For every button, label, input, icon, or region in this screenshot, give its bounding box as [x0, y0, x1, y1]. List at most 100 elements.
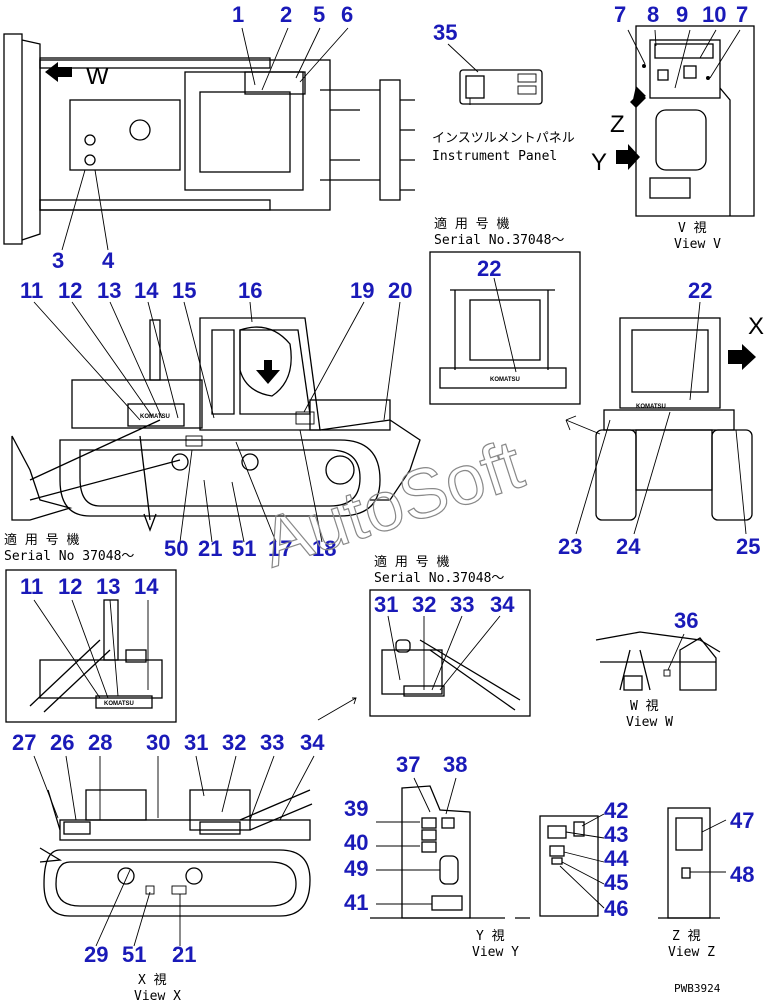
serial-jp-3: 適 用 号 機 — [374, 554, 449, 570]
callout-23: 23 — [558, 534, 582, 559]
callout-29: 29 — [84, 942, 108, 967]
callout-10: 10 — [702, 2, 726, 27]
callout-38: 38 — [443, 752, 467, 777]
callout-4: 4 — [102, 248, 115, 273]
view-v-en: View V — [674, 237, 721, 252]
callout-31a: 31 — [374, 592, 398, 617]
callout-12: 12 — [58, 278, 82, 303]
callout-33b: 33 — [260, 730, 284, 755]
callout-13b: 13 — [96, 574, 120, 599]
callout-42: 42 — [604, 798, 628, 823]
callout-35: 35 — [433, 20, 457, 45]
callout-7a: 7 — [614, 2, 626, 27]
arrow-w-label: W — [86, 63, 109, 90]
brand-label-3: KOMATSU — [140, 414, 170, 420]
callout-18: 18 — [312, 536, 336, 561]
callout-45: 45 — [604, 870, 628, 895]
callout-22b: 22 — [688, 278, 712, 303]
serial-box-3 — [369, 589, 531, 717]
view-v-cab-interior — [616, 25, 755, 217]
callout-33a: 33 — [450, 592, 474, 617]
callout-27: 27 — [12, 730, 36, 755]
view-x-en: View X — [134, 989, 181, 1004]
callout-6: 6 — [341, 2, 353, 27]
callout-1: 1 — [232, 2, 244, 27]
top-view-dozer: W — [3, 27, 415, 251]
callout-34a: 34 — [490, 592, 515, 617]
instrument-panel-en: Instrument Panel — [432, 149, 557, 164]
callout-14b: 14 — [134, 574, 159, 599]
callout-40: 40 — [344, 830, 368, 855]
callout-3: 3 — [52, 248, 64, 273]
brand-label-1: KOMATSU — [490, 377, 520, 383]
callout-44: 44 — [604, 846, 629, 871]
callout-34b: 34 — [300, 730, 325, 755]
callout-8: 8 — [647, 2, 659, 27]
serial-en-2: Serial No 37048～ — [4, 549, 134, 564]
callout-48: 48 — [730, 862, 754, 887]
serial-en-1: Serial No.37048～ — [434, 233, 564, 248]
arrow-y-label: Y — [591, 149, 607, 176]
callout-25: 25 — [736, 534, 760, 559]
drawing-code: PWB3924 — [674, 982, 721, 995]
side-view-dozer: KOMATSU — [11, 301, 421, 543]
callout-19: 19 — [350, 278, 374, 303]
serial-jp-1: 適 用 号 機 — [434, 216, 509, 232]
view-z-figure — [658, 807, 727, 919]
callout-47: 47 — [730, 808, 754, 833]
callout-24: 24 — [616, 534, 641, 559]
view-w-jp: W 視 — [630, 699, 659, 714]
callout-43: 43 — [604, 822, 628, 847]
rear-view-dozer: KOMATSU — [575, 301, 756, 535]
serial-box-1: KOMATSU — [429, 251, 581, 405]
view-y-figure — [370, 777, 530, 919]
callout-50: 50 — [164, 536, 188, 561]
callout-46: 46 — [604, 896, 628, 921]
instrument-panel-figure — [459, 69, 543, 105]
view-y-jp: Y 視 — [476, 929, 505, 944]
view-z-jp: Z 視 — [672, 929, 701, 944]
callout-51b: 51 — [122, 942, 146, 967]
view-w-figure — [595, 631, 721, 691]
callout-39: 39 — [344, 796, 368, 821]
callout-14: 14 — [134, 278, 159, 303]
callout-28: 28 — [88, 730, 112, 755]
callout-51a: 51 — [232, 536, 256, 561]
callout-22a: 22 — [477, 256, 501, 281]
view-z-en: View Z — [668, 945, 715, 960]
callout-7b: 7 — [736, 2, 748, 27]
view-x-side — [33, 755, 315, 947]
callout-21b: 21 — [172, 942, 196, 967]
callout-17: 17 — [268, 536, 292, 561]
callout-16: 16 — [238, 278, 262, 303]
view-y-en: View Y — [472, 945, 519, 960]
callout-20: 20 — [388, 278, 412, 303]
serial-box-2: KOMATSU — [5, 569, 177, 723]
instrument-panel-jp: インスツルメントパネル — [432, 131, 575, 146]
callout-9: 9 — [676, 2, 688, 27]
arrow-z-label: Z — [610, 111, 625, 138]
callout-37: 37 — [396, 752, 420, 777]
callout-15: 15 — [172, 278, 196, 303]
brand-label-2: KOMATSU — [636, 404, 666, 410]
callout-2: 2 — [280, 2, 292, 27]
view-w-en: View W — [626, 715, 673, 730]
callout-21a: 21 — [198, 536, 222, 561]
brand-label-4: KOMATSU — [104, 701, 134, 707]
callout-32a: 32 — [412, 592, 436, 617]
callout-12b: 12 — [58, 574, 82, 599]
callout-11: 11 — [20, 278, 43, 303]
callout-13: 13 — [97, 278, 121, 303]
view-x-jp: X 視 — [138, 973, 167, 988]
callout-26: 26 — [50, 730, 74, 755]
callout-32b: 32 — [222, 730, 246, 755]
callout-36: 36 — [674, 608, 698, 633]
view-v-jp: V 視 — [678, 221, 707, 236]
callout-11b: 11 — [20, 574, 43, 599]
callout-49: 49 — [344, 856, 368, 881]
callout-31b: 31 — [184, 730, 208, 755]
arrow-x-label: X — [748, 313, 764, 340]
callout-30: 30 — [146, 730, 170, 755]
